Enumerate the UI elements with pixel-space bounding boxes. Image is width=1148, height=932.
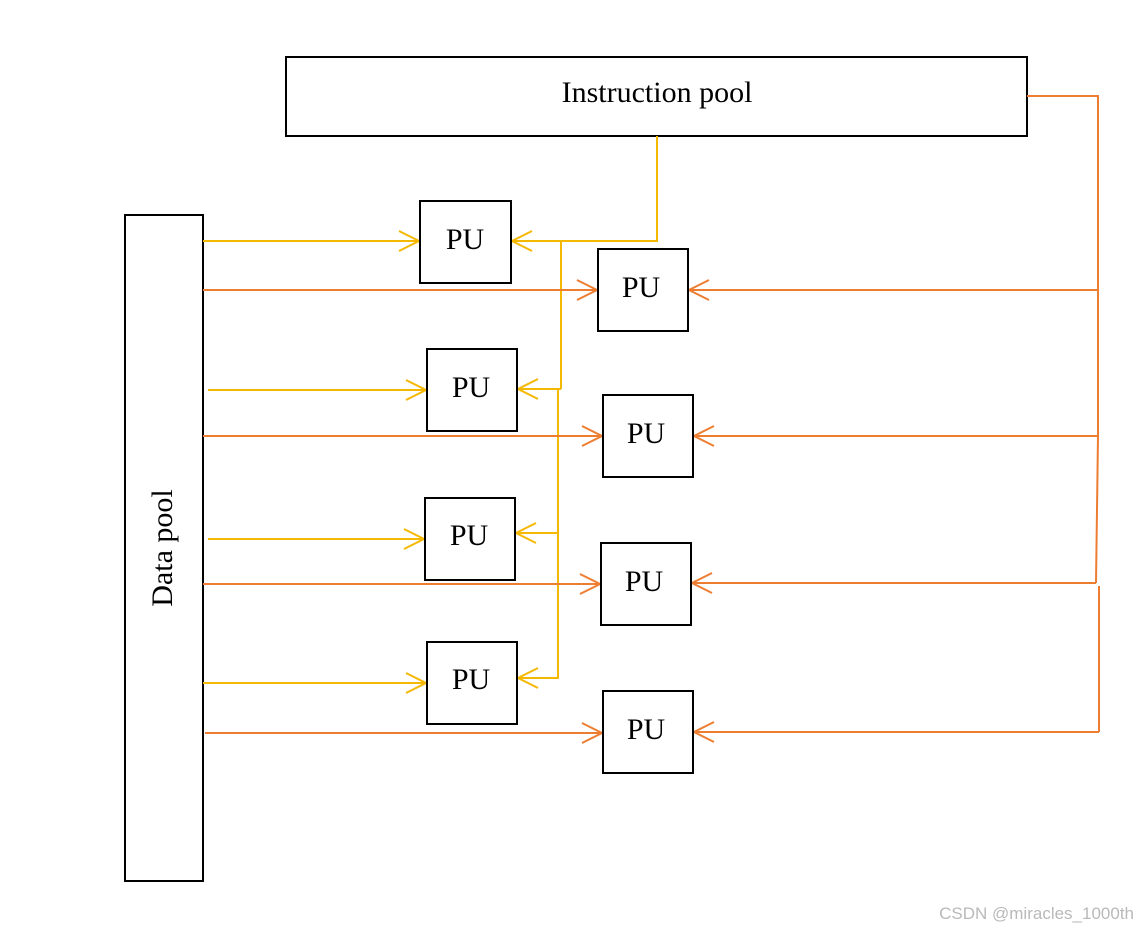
- pu-label: PU: [622, 271, 661, 304]
- pu-box: PU: [602, 690, 694, 774]
- pu-label: PU: [627, 417, 666, 450]
- pu-box: PU: [424, 497, 516, 581]
- watermark: CSDN @miracles_1000th: [939, 904, 1134, 923]
- pu-box: PU: [426, 348, 518, 432]
- orange-bus: [203, 95, 1100, 734]
- pu-box: PU: [597, 248, 689, 332]
- yellow-arrowheads: [398, 230, 539, 694]
- pu-label: PU: [452, 663, 491, 696]
- instruction-pool: Instruction pool: [285, 56, 1028, 137]
- pu-label: PU: [625, 565, 664, 598]
- pu-label: PU: [446, 223, 485, 256]
- pu-label: PU: [627, 713, 666, 746]
- yellow-bus: [203, 136, 658, 684]
- pu-box: PU: [602, 394, 694, 478]
- pu-label: PU: [452, 371, 491, 404]
- data-pool-label: Data pool: [146, 489, 179, 606]
- pu-box: PU: [426, 641, 518, 725]
- pu-box: PU: [600, 542, 692, 626]
- pu-label: PU: [450, 519, 489, 552]
- pu-box: PU: [419, 200, 512, 284]
- data-pool: Data pool: [124, 214, 204, 882]
- instruction-pool-label: Instruction pool: [562, 76, 753, 109]
- orange-arrowheads: [576, 279, 715, 744]
